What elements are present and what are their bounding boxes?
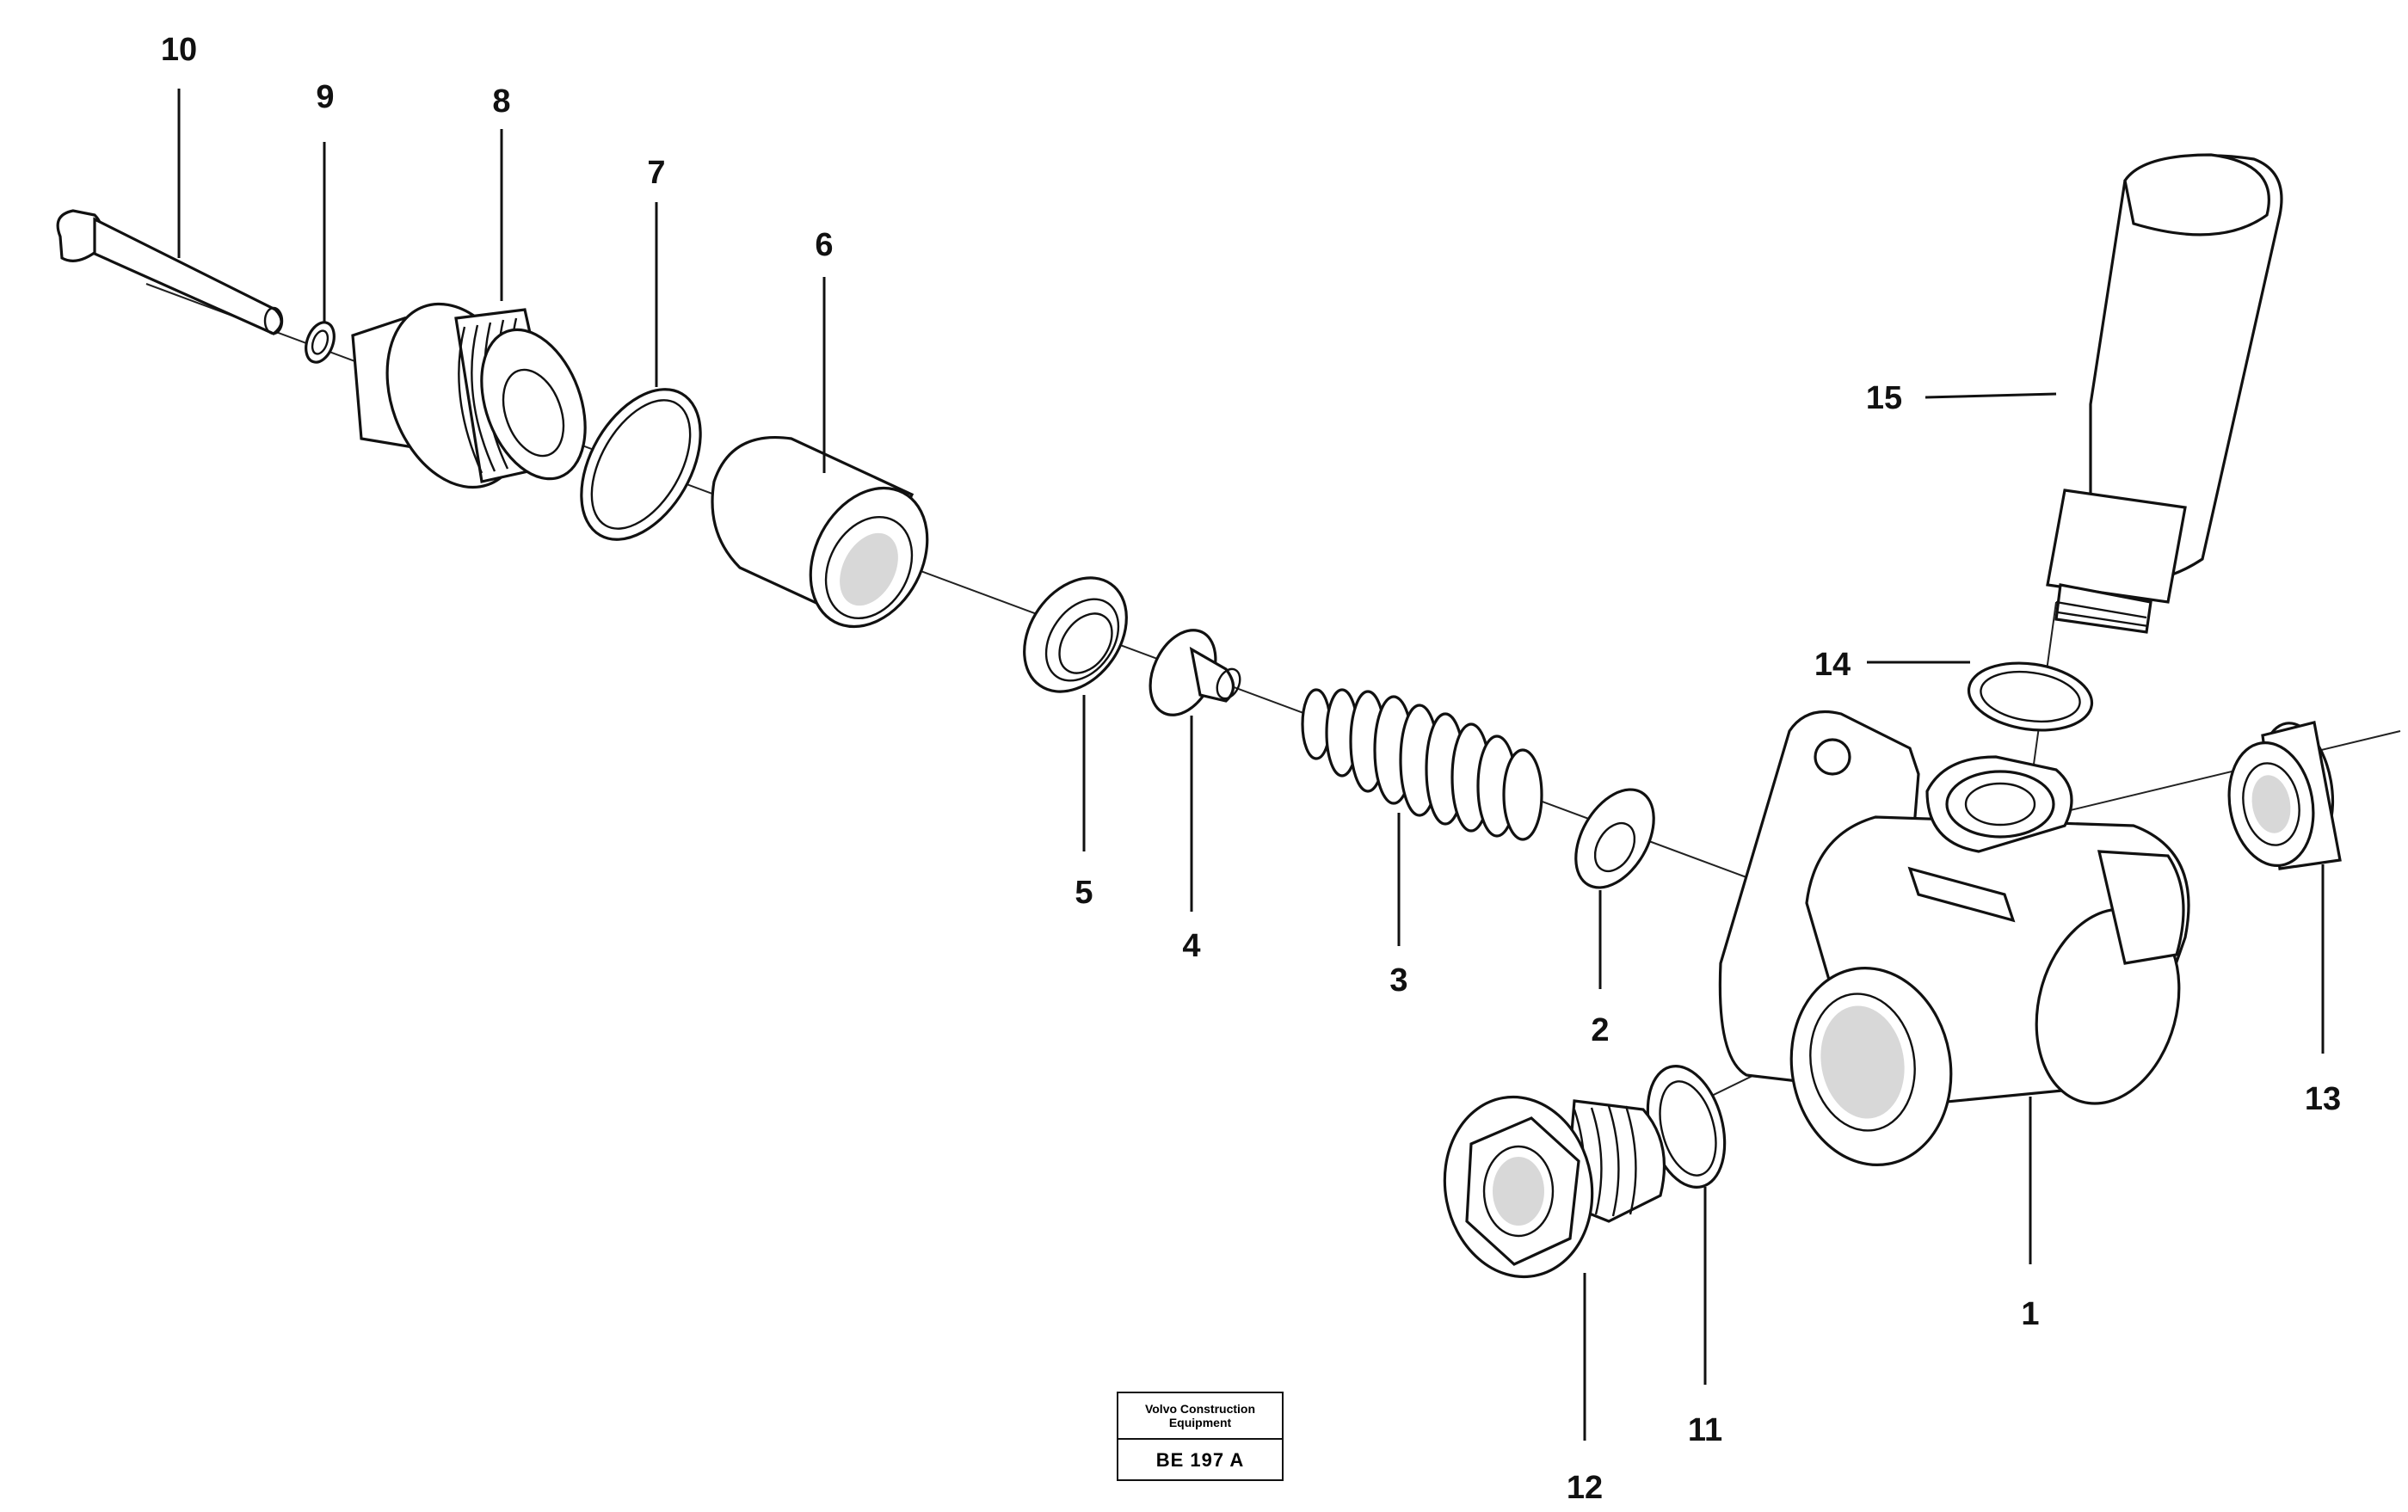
- callout-15: 15: [1866, 380, 1902, 416]
- part-12-union-nipple: [1443, 1095, 1666, 1279]
- drawing-stamp: Volvo Construction Equipment BE 197 A: [1117, 1392, 1284, 1481]
- part-10-pin: [56, 209, 284, 335]
- part-1-pump-body: [1718, 710, 2190, 1166]
- part-7-o-ring: [580, 388, 702, 541]
- callout-4: 4: [1182, 928, 1200, 964]
- callout-3: 3: [1389, 962, 1407, 999]
- callout-6: 6: [815, 227, 833, 263]
- part-3-spring: [1301, 688, 1543, 841]
- part-4-valve: [1149, 629, 1241, 716]
- callout-14: 14: [1814, 647, 1851, 683]
- part-6-sleeve: [711, 436, 929, 629]
- part-5-cup-seal: [1023, 576, 1128, 693]
- part-14-o-ring: [1967, 661, 2094, 732]
- callout-2: 2: [1591, 1012, 1609, 1048]
- callout-labels: 10 9 8 7 6 5 4 3 2 1 11 12 13 14 15: [161, 32, 2341, 1506]
- callout-7: 7: [647, 155, 665, 191]
- stamp-company-line2: Equipment: [1168, 1416, 1232, 1429]
- stamp-drawing-code: BE 197 A: [1155, 1449, 1245, 1471]
- callout-11: 11: [1688, 1412, 1722, 1448]
- callout-5: 5: [1075, 875, 1093, 911]
- leader-lines: [177, 89, 2325, 1441]
- part-13-plug: [2227, 721, 2342, 870]
- part-8-threaded-plug: [351, 302, 587, 489]
- stamp-company-line1: Volvo Construction: [1144, 1402, 1256, 1416]
- callout-1: 1: [2021, 1296, 2039, 1332]
- callout-9: 9: [316, 79, 334, 115]
- part-2-washer: [1574, 788, 1655, 889]
- part-15-hand-primer: [2046, 153, 2283, 634]
- callout-12: 12: [1567, 1470, 1603, 1506]
- callout-13: 13: [2305, 1081, 2341, 1117]
- callout-8: 8: [492, 83, 510, 120]
- part-9-washer: [305, 321, 336, 364]
- stamp-company: Volvo Construction Equipment: [1118, 1393, 1282, 1440]
- callout-10: 10: [161, 32, 197, 68]
